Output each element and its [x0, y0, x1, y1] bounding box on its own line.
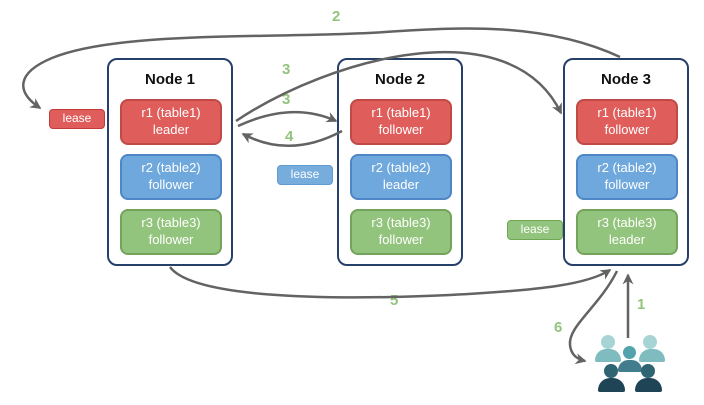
- person-head: [641, 364, 655, 378]
- replica-role: follower: [604, 177, 650, 192]
- replica-name: r3 (table3): [597, 215, 657, 231]
- replica-name: r1 (table1): [141, 105, 201, 121]
- node-3: Node 3 r1 (table1) follower r2 (table2) …: [563, 58, 689, 266]
- node-2-replica-r3: r3 (table3) follower: [350, 209, 452, 255]
- replica-role: leader: [382, 177, 420, 192]
- node-1-replica-r1: r1 (table1) leader: [120, 99, 222, 145]
- arrow-step3-node1-to-node2: [237, 110, 338, 128]
- step-label-5: 5: [390, 292, 399, 309]
- person-head: [623, 346, 636, 359]
- replica-name: r2 (table2): [141, 160, 201, 176]
- person-head: [604, 364, 618, 378]
- node-2-replica-r1: r1 (table1) follower: [350, 99, 452, 145]
- person-body: [598, 378, 625, 392]
- node-3-replica-r3: r3 (table3) leader: [576, 209, 678, 255]
- node-1: Node 1 r1 (table1) leader r2 (table2) fo…: [107, 58, 233, 266]
- step-label-3a: 3: [282, 61, 291, 78]
- person-head: [643, 335, 657, 349]
- step-label-3b: 3: [282, 91, 291, 108]
- replica-role: follower: [148, 232, 194, 247]
- node-1-replica-r2: r2 (table2) follower: [120, 154, 222, 200]
- replica-role: follower: [604, 122, 650, 137]
- node-3-title: Node 3: [600, 71, 651, 88]
- step-label-4: 4: [285, 128, 294, 145]
- lease-badge-table2: lease: [277, 165, 333, 185]
- replica-name: r2 (table2): [371, 160, 431, 176]
- replica-name: r3 (table3): [371, 215, 431, 231]
- node-3-replica-r1: r1 (table1) follower: [576, 99, 678, 145]
- lease-badge-table1: lease: [49, 109, 105, 129]
- replica-role: leader: [152, 122, 190, 137]
- node-3-replica-r2: r2 (table2) follower: [576, 154, 678, 200]
- node-2: Node 2 r1 (table1) follower r2 (table2) …: [337, 58, 463, 266]
- lease-badge-table3: lease: [507, 220, 563, 240]
- replica-role: follower: [378, 122, 424, 137]
- replica-name: r3 (table3): [141, 215, 201, 231]
- replica-role: leader: [608, 232, 646, 247]
- replica-role: follower: [378, 232, 424, 247]
- step-label-2: 2: [332, 8, 341, 25]
- replica-role: follower: [148, 177, 194, 192]
- users-group-icon: [595, 332, 665, 394]
- replica-name: r2 (table2): [597, 160, 657, 176]
- node-2-title: Node 2: [374, 71, 425, 88]
- replica-name: r1 (table1): [597, 105, 657, 121]
- person-body: [618, 360, 642, 372]
- replica-name: r1 (table1): [371, 105, 431, 121]
- person-body: [595, 349, 621, 362]
- person-body: [635, 378, 662, 392]
- person-body: [639, 349, 665, 362]
- node-1-replica-r3: r3 (table3) follower: [120, 209, 222, 255]
- node-1-title: Node 1: [144, 71, 195, 88]
- step-label-1: 1: [637, 296, 646, 313]
- person-head: [601, 335, 615, 349]
- step-label-6: 6: [554, 319, 563, 336]
- node-2-replica-r2: r2 (table2) leader: [350, 154, 452, 200]
